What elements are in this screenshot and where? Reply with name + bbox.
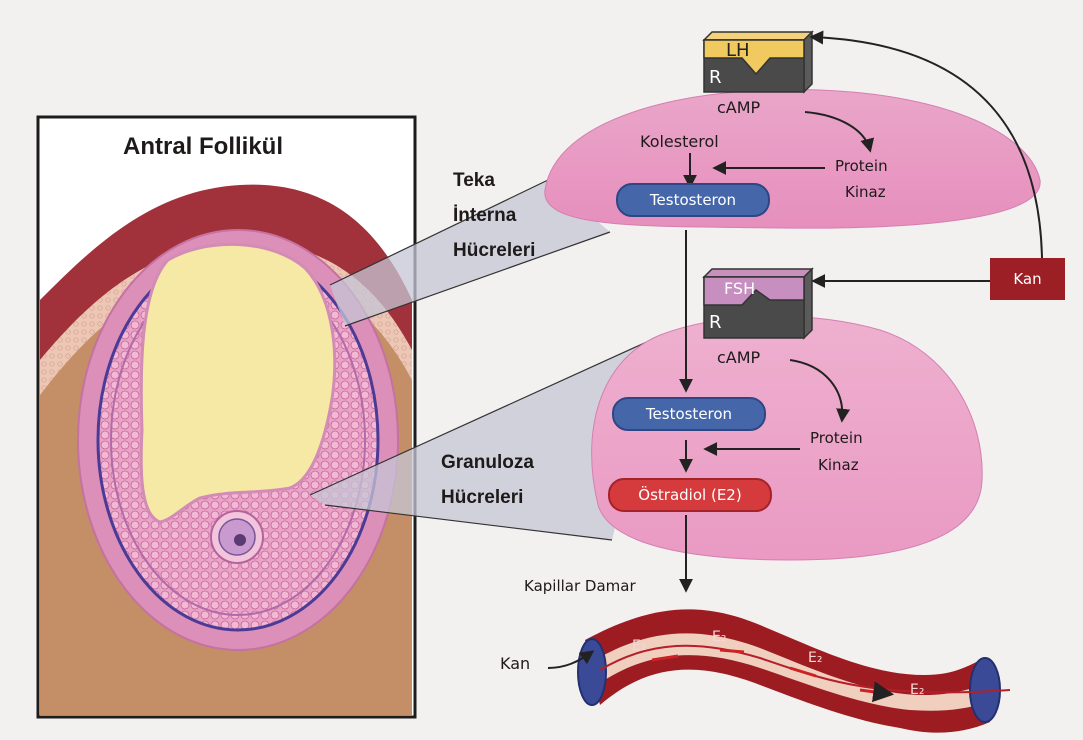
- vessel-e2-mark-2: E₂: [712, 629, 726, 645]
- estradiol-pill: Östradiol (E2): [608, 478, 772, 512]
- vessel-e2-mark-3: E₂: [808, 650, 822, 666]
- theca-kinase-line1: Protein: [835, 157, 888, 175]
- fsh-hormone-label: FSH: [724, 279, 755, 298]
- theca-label-line2: İnterna: [453, 205, 516, 227]
- capillary-vessel: [578, 609, 1010, 732]
- granulosa-testosteron-pill: Testosteron: [612, 397, 766, 431]
- fsh-receptor-label: R: [709, 312, 722, 333]
- blood-box: Kan: [990, 258, 1065, 300]
- lh-receptor-label: R: [709, 67, 722, 88]
- theca-kinase-line2: Kinaz: [845, 183, 886, 201]
- follicle-title: Antral Follikül: [123, 133, 283, 161]
- follicle-panel: [38, 117, 415, 717]
- granulosa-camp-label: cAMP: [717, 348, 760, 367]
- theca-label-line3: Hücreleri: [453, 240, 535, 262]
- granulosa-label-line1: Granuloza: [441, 452, 534, 474]
- granulosa-label-line2: Hücreleri: [441, 487, 523, 509]
- theca-testosteron-pill: Testosteron: [616, 183, 770, 217]
- capillary-label: Kapillar Damar: [524, 577, 636, 595]
- granulosa-kinase-line2: Kinaz: [818, 456, 859, 474]
- vessel-e2-mark-4: E₂: [910, 682, 924, 698]
- kolesterol-label: Kolesterol: [640, 132, 719, 151]
- vessel-e2-mark-1: E₂: [632, 638, 646, 654]
- theca-label-line1: Teka: [453, 170, 495, 192]
- lh-hormone-label: LH: [726, 40, 750, 61]
- theca-camp-label: cAMP: [717, 98, 760, 117]
- blood-in-label: Kan: [500, 654, 530, 673]
- granulosa-cell: [592, 316, 983, 560]
- granulosa-kinase-line1: Protein: [810, 429, 863, 447]
